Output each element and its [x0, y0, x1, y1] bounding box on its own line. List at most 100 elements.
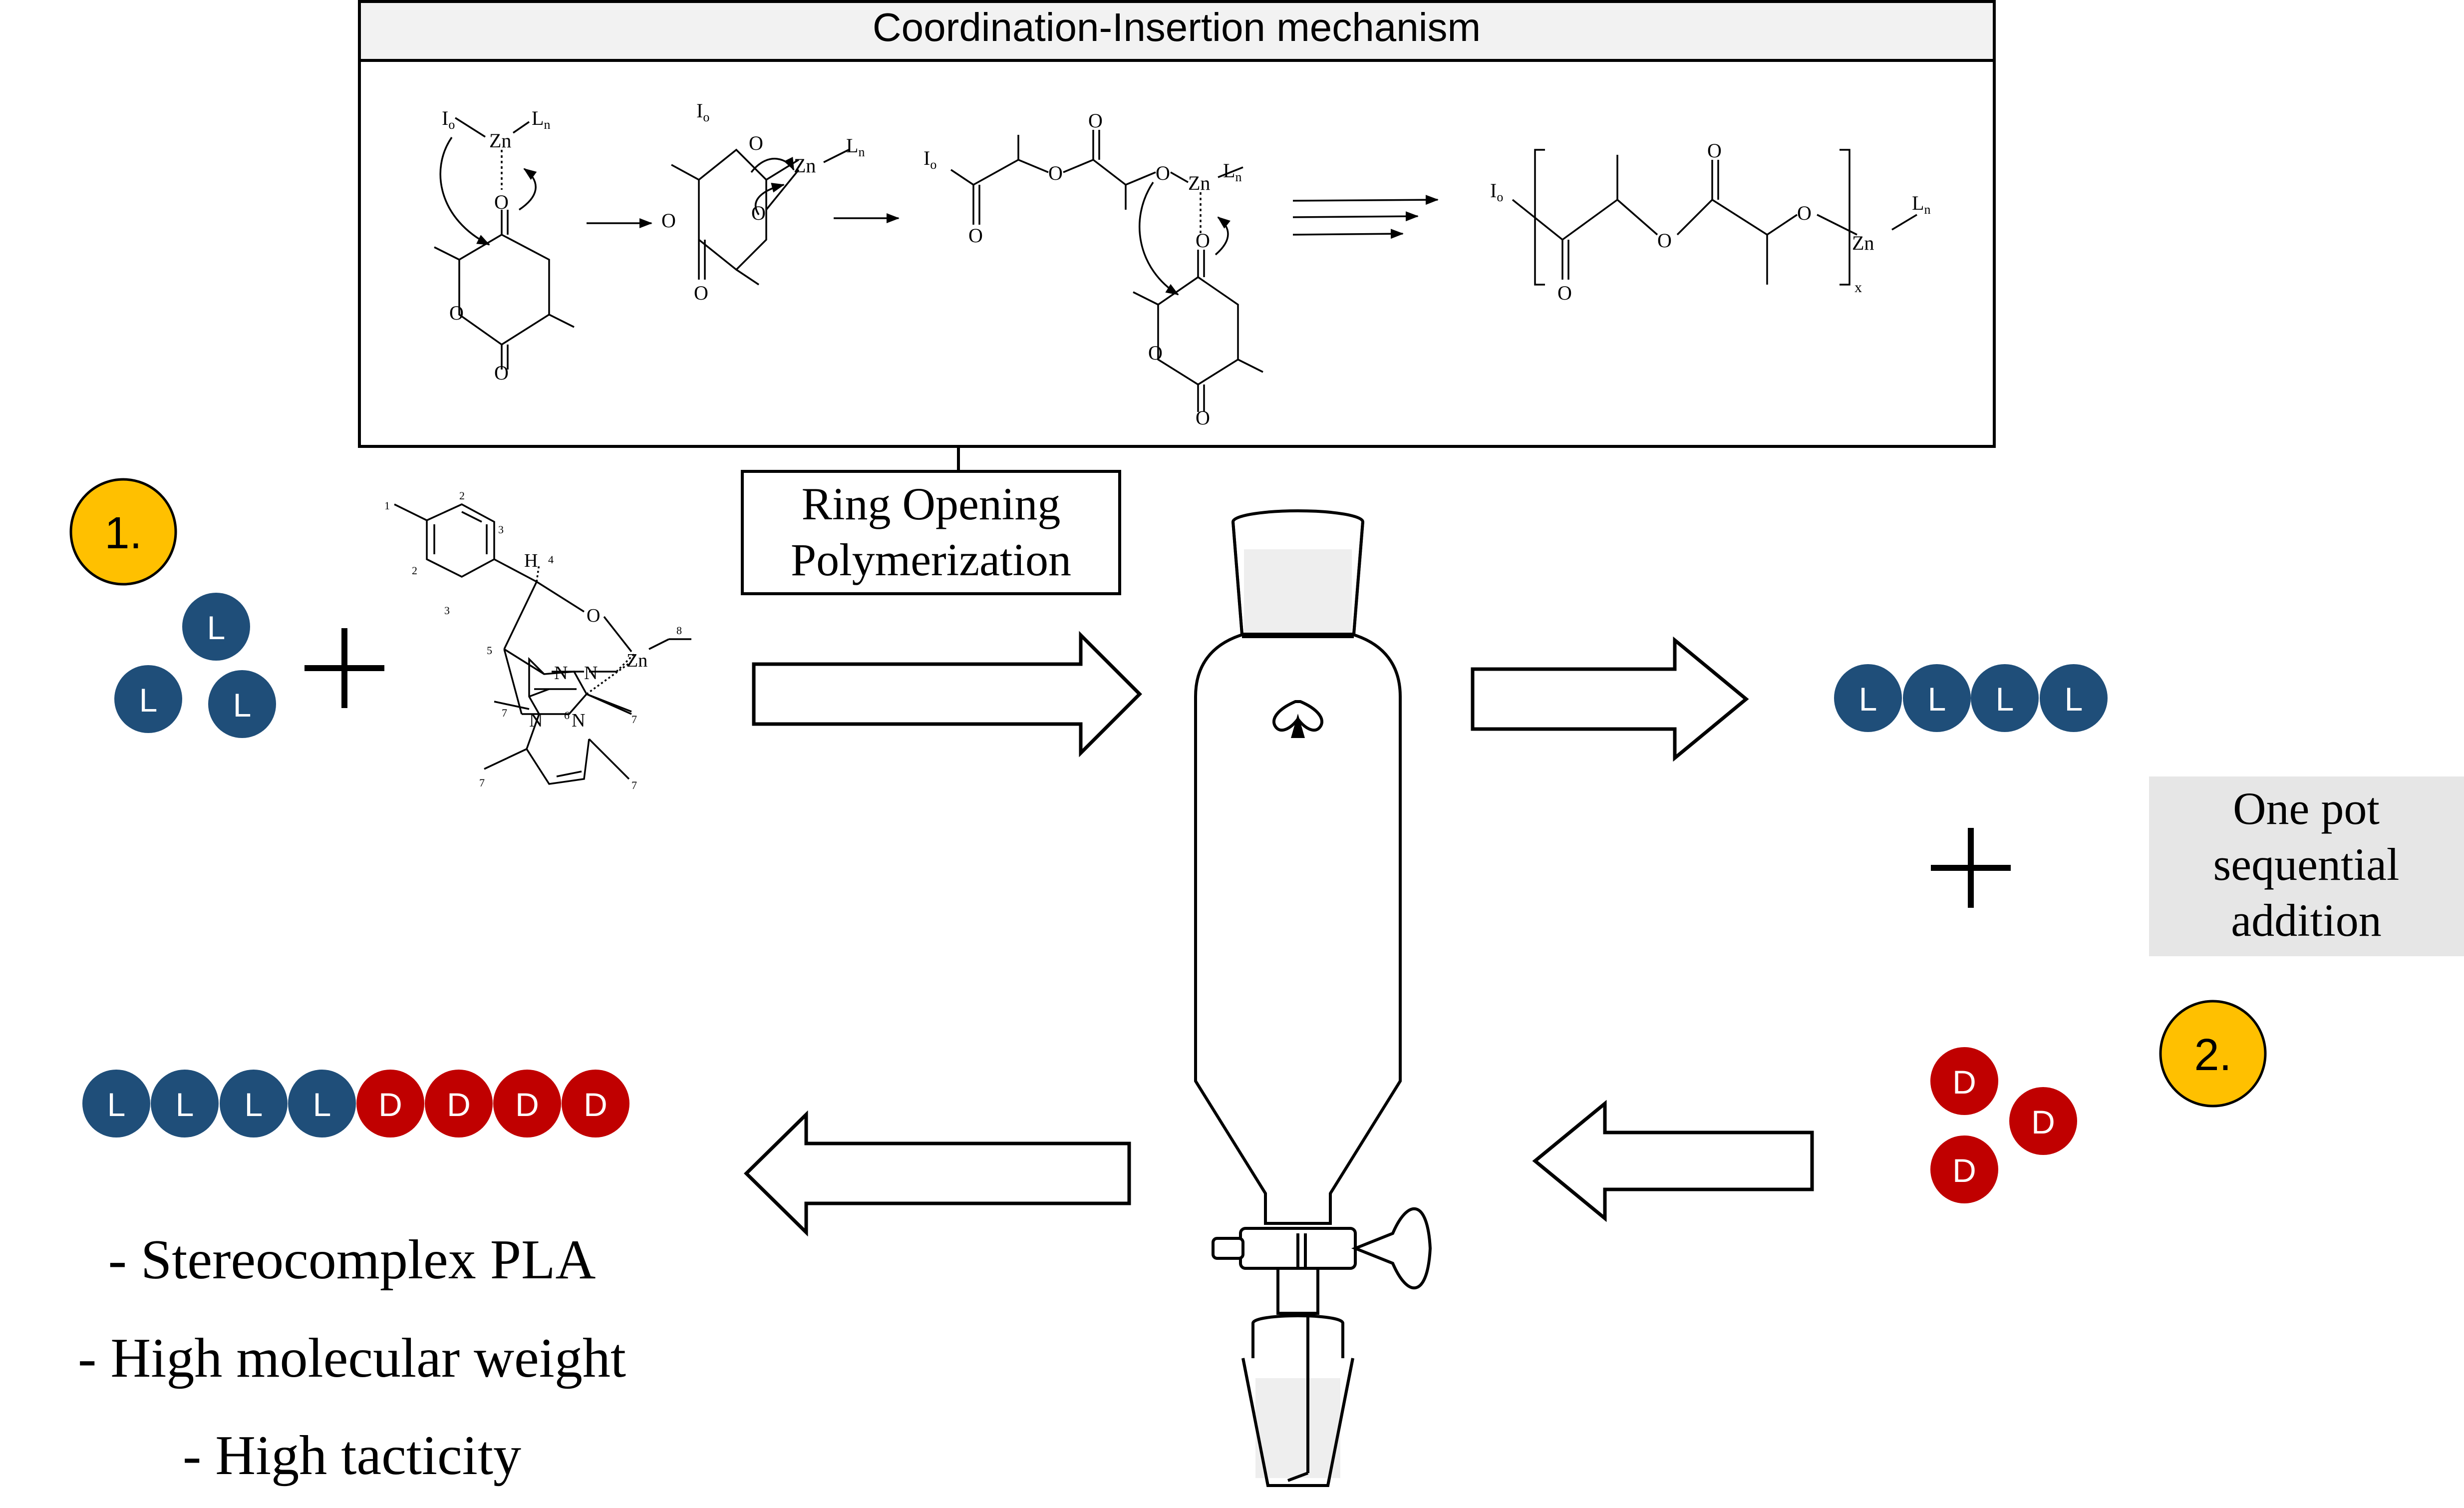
l-monomer [114, 665, 182, 733]
l-monomer [182, 593, 250, 661]
locant: 1 [384, 499, 390, 512]
locant: 7 [502, 707, 507, 719]
io-label-2: Io [696, 99, 709, 124]
locant: 2 [459, 489, 465, 502]
o-label-1a: O [494, 191, 509, 213]
o-label-1c: O [494, 362, 509, 384]
arrow-to-flask [752, 631, 1142, 757]
zn-label-1: Zn [489, 129, 511, 152]
l-block-label: L [2065, 681, 2083, 718]
mechanism-structures [434, 117, 1917, 412]
mechanism-atom-labels: Io Zn Ln O O O Io Zn Ln O O O O Io O O O… [442, 99, 1930, 429]
o-label-2c: O [661, 209, 676, 232]
one-pot-line-2: sequential [2213, 839, 2400, 890]
property-tacticity: - High tacticity [183, 1425, 521, 1487]
locant: 2 [412, 564, 417, 577]
structure-3-opened [950, 130, 1263, 412]
one-pot-box: One pot sequential addition [2149, 776, 2464, 956]
d-monomer [2009, 1087, 2077, 1155]
d-monomer-label: D [1952, 1152, 1976, 1189]
o-label-4c: O [1707, 139, 1722, 162]
copolymer-label: L [176, 1086, 194, 1123]
ln-label-4: Ln [1912, 192, 1930, 217]
mechanism-title: Coordination-Insertion mechanism [873, 5, 1481, 49]
mechanism-body [358, 59, 1996, 448]
io-label-1: Io [442, 107, 455, 132]
o-label-1b: O [449, 302, 464, 324]
d-monomer-label: D [1952, 1064, 1976, 1101]
o-label-3e: O [1196, 229, 1210, 252]
step-2-badge-text: 2. [2194, 1030, 2231, 1080]
step-1-badge-text: 1. [104, 508, 142, 558]
block-arrows [744, 631, 1814, 1237]
o-label-2b: O [751, 202, 766, 224]
catalyst-o: O [587, 605, 600, 626]
property-stereocomplex: - Stereocomplex PLA [108, 1229, 596, 1291]
poly-l-block: L L L L [1834, 664, 2108, 732]
catalyst-n2: N [584, 663, 598, 684]
one-pot-line-3: addition [2231, 895, 2382, 946]
locant: 7 [479, 776, 485, 789]
one-pot-line-1: One pot [2233, 783, 2380, 834]
o-label-4d: O [1797, 202, 1812, 224]
io-label-3: Io [924, 147, 936, 172]
l-monomer [208, 670, 276, 738]
step-2-badge [2159, 1000, 2267, 1108]
locant: 4 [548, 553, 554, 566]
d-monomer [1930, 1135, 1998, 1203]
catalyst-n4: N [572, 710, 585, 731]
l-monomer-label: L [233, 687, 252, 724]
arrow-from-d [1532, 1100, 1814, 1222]
locant: 3 [498, 523, 504, 536]
rop-line-2: Polymerization [791, 534, 1071, 585]
io-label-4: Io [1490, 179, 1503, 204]
copolymer-label: L [245, 1086, 263, 1123]
properties-list: - Stereocomplex PLA - High molecular wei… [78, 1229, 626, 1487]
mechanism-box: Coordination-Insertion mechanism [358, 0, 1996, 448]
mechanism-header [358, 0, 1996, 62]
arrow-to-product [744, 1110, 1131, 1237]
catalyst-h: H [524, 550, 538, 571]
step-2-group: 2. D D D [1930, 1000, 2267, 1203]
arrow-to-l-block [1471, 636, 1749, 762]
step-1-badge [69, 478, 177, 586]
copolymer-chain: L L L L D D D D [82, 1070, 629, 1137]
x-subscript: x [1854, 279, 1862, 296]
copolymer-label: L [313, 1086, 331, 1123]
o-label-2a: O [749, 132, 763, 154]
o-label-3f: O [1148, 342, 1163, 364]
d-monomer [1930, 1047, 1998, 1115]
locant: 7 [631, 779, 637, 791]
structure-2-intermediate [671, 148, 849, 286]
locant: 5 [487, 644, 492, 657]
ln-label-3: Ln [1223, 159, 1241, 184]
o-label-4a: O [1557, 282, 1572, 304]
o-label-3g: O [1196, 406, 1210, 429]
ln-label-1: Ln [532, 107, 550, 132]
structure-4-polymer [1512, 149, 1917, 286]
locant: 7 [631, 713, 637, 726]
locant: 6 [564, 709, 570, 722]
copolymer-label: D [515, 1086, 539, 1123]
ln-label-2: Ln [846, 134, 865, 159]
o-label-3b: O [1048, 162, 1063, 184]
copolymer-label: D [378, 1086, 402, 1123]
o-label-3d: O [1156, 162, 1170, 184]
catalyst-n3: N [529, 710, 543, 731]
l-block-label: L [1859, 681, 1877, 718]
copolymer-label: D [447, 1086, 471, 1123]
dropping-funnel-icon [1194, 509, 1432, 1487]
d-monomer-label: D [2031, 1104, 2055, 1140]
o-label-3c: O [1088, 109, 1103, 132]
locant: 8 [676, 624, 682, 637]
catalyst-n1: N [554, 663, 568, 684]
copolymer-label: L [107, 1086, 126, 1123]
catalyst-zn: Zn [626, 650, 647, 671]
o-label-3a: O [968, 224, 983, 247]
l-monomer-label: L [207, 609, 226, 646]
plus-sign-1 [305, 628, 384, 708]
copolymer-label: D [584, 1086, 608, 1123]
rop-line-1: Ring Opening [802, 478, 1061, 529]
zn-label-2: Zn [794, 154, 816, 177]
